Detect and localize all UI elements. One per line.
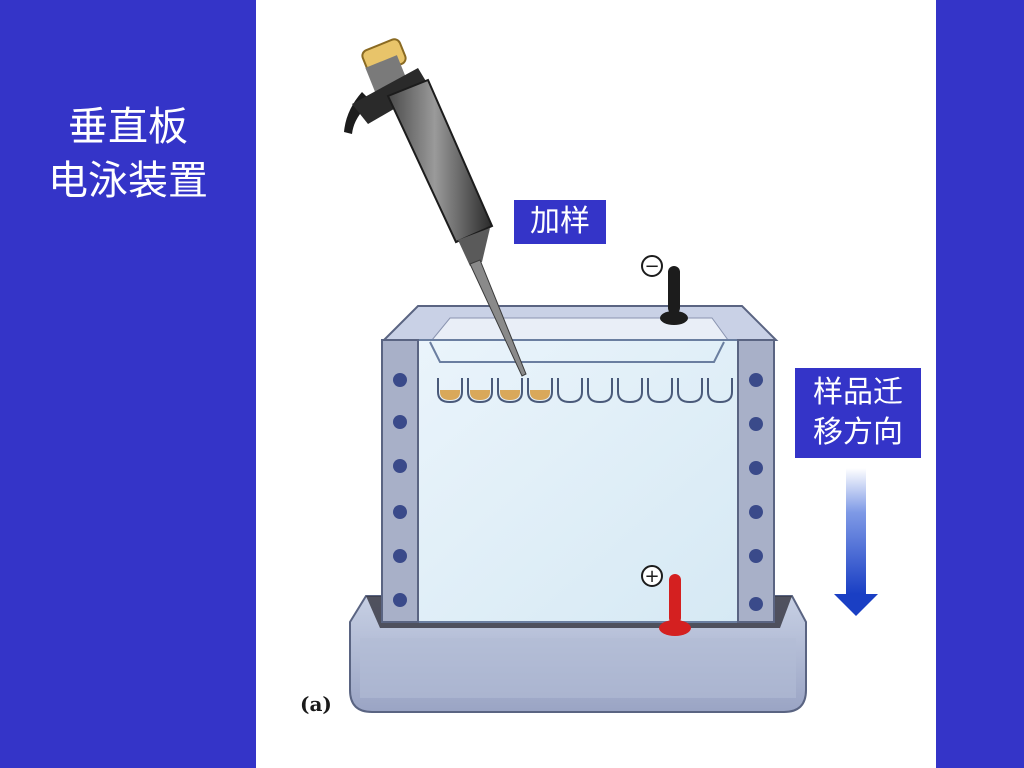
negative-terminal-symbol: − bbox=[641, 255, 663, 277]
panel-caption: (a) bbox=[300, 692, 332, 716]
sample-well bbox=[617, 378, 643, 404]
sample-well bbox=[647, 378, 673, 404]
sample-well bbox=[437, 378, 463, 404]
sample-well bbox=[497, 378, 523, 404]
slide-title-line-2: 电泳装置 bbox=[48, 158, 208, 204]
positive-terminal-symbol: + bbox=[641, 565, 663, 587]
loaded-sample bbox=[500, 390, 520, 400]
micropipette-icon bbox=[344, 38, 527, 377]
sample-well bbox=[467, 378, 493, 404]
loaded-sample bbox=[530, 390, 550, 400]
positive-terminal-label: + bbox=[644, 566, 659, 587]
sample-well bbox=[527, 378, 553, 404]
positive-electrode bbox=[659, 574, 691, 636]
left-side-clamp bbox=[381, 339, 419, 623]
loaded-sample bbox=[470, 390, 490, 400]
slide-title-line-1: 垂直板 bbox=[68, 104, 188, 150]
negative-terminal-label: − bbox=[644, 256, 659, 277]
loaded-sample bbox=[440, 390, 460, 400]
sample-well bbox=[707, 378, 733, 404]
slide-title: 垂直板 电泳装置 bbox=[0, 100, 256, 208]
negative-electrode bbox=[660, 266, 688, 325]
buffer-level-line bbox=[429, 341, 725, 363]
sample-well bbox=[587, 378, 613, 404]
upper-buffer-reservoir bbox=[381, 305, 779, 341]
sample-loading-text: 加样 bbox=[530, 204, 590, 239]
sample-well bbox=[557, 378, 583, 404]
right-side-clamp bbox=[737, 339, 775, 623]
sample-loading-label: 加样 bbox=[514, 200, 606, 244]
sample-wells bbox=[437, 378, 733, 404]
migration-direction-line-2: 移方向 bbox=[813, 415, 903, 450]
migration-direction-label: 样品迁 移方向 bbox=[795, 368, 921, 458]
migration-arrow-icon bbox=[834, 468, 878, 616]
gel-plate bbox=[415, 339, 741, 623]
sample-well bbox=[677, 378, 703, 404]
migration-direction-line-1: 样品迁 bbox=[813, 375, 903, 410]
